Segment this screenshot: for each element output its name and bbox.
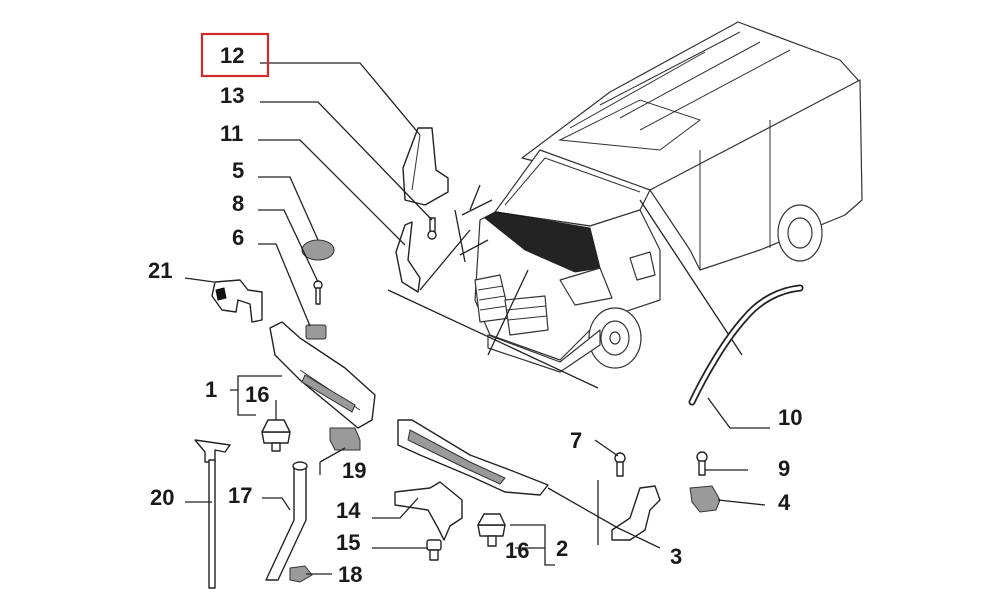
callout-21: 21: [148, 258, 172, 283]
part-10-seal-strip: [688, 284, 804, 406]
callout-18: 18: [338, 562, 362, 587]
callout-2: 2: [556, 536, 568, 561]
part-4-clip: [689, 485, 721, 513]
callout-14: 14: [336, 498, 361, 523]
callout-12: 12: [220, 43, 244, 68]
callout-8: 8: [232, 191, 244, 216]
callout-11: 11: [220, 121, 243, 146]
callout-13: 13: [220, 83, 244, 108]
callout-16-b: 16: [505, 538, 529, 563]
highlight-box-12: [200, 32, 270, 78]
callout-3: 3: [670, 544, 682, 569]
part-19-sponge: [329, 427, 361, 451]
part-12-cowl-trim: [402, 127, 449, 206]
part-18-clip: [289, 565, 313, 583]
callout-20: 20: [150, 485, 174, 510]
part-6-clip: [305, 324, 327, 340]
callout-17: 17: [228, 483, 252, 508]
callout-5: 5: [232, 158, 244, 183]
part-13-screw: [427, 217, 437, 240]
zoom-lines: [387, 184, 743, 389]
leader-lines: [184, 62, 770, 575]
callout-7: 7: [570, 428, 582, 453]
callout-1: 1: [205, 377, 217, 402]
callout-19: 19: [342, 458, 366, 483]
part-20-rod: [194, 439, 231, 589]
part-16-clip-a: [261, 419, 291, 452]
callout-labels: 12 13 11 5 8 6 21 1 16 19 20 17 14 15 16…: [148, 43, 802, 587]
callout-9: 9: [778, 456, 790, 481]
part-16-clip-b: [477, 513, 506, 547]
part-3-bracket: [611, 485, 661, 541]
part-8-screw: [313, 280, 323, 305]
part-14-bracket: [394, 481, 463, 541]
part-11-side-trim: [395, 221, 421, 293]
callout-16-a: 16: [245, 382, 269, 407]
part-7-screw: [614, 452, 626, 477]
part-2-cowl-panel-right: [397, 419, 549, 496]
callout-15: 15: [336, 530, 360, 555]
van-illustration: [474, 21, 863, 373]
callout-4: 4: [778, 490, 791, 515]
part-9-screw: [696, 451, 708, 476]
callout-10: 10: [778, 405, 802, 430]
part-15-screw: [426, 539, 442, 561]
part-17-hose: [265, 461, 308, 581]
part-21-bracket: [211, 279, 263, 323]
callout-6: 6: [232, 225, 244, 250]
